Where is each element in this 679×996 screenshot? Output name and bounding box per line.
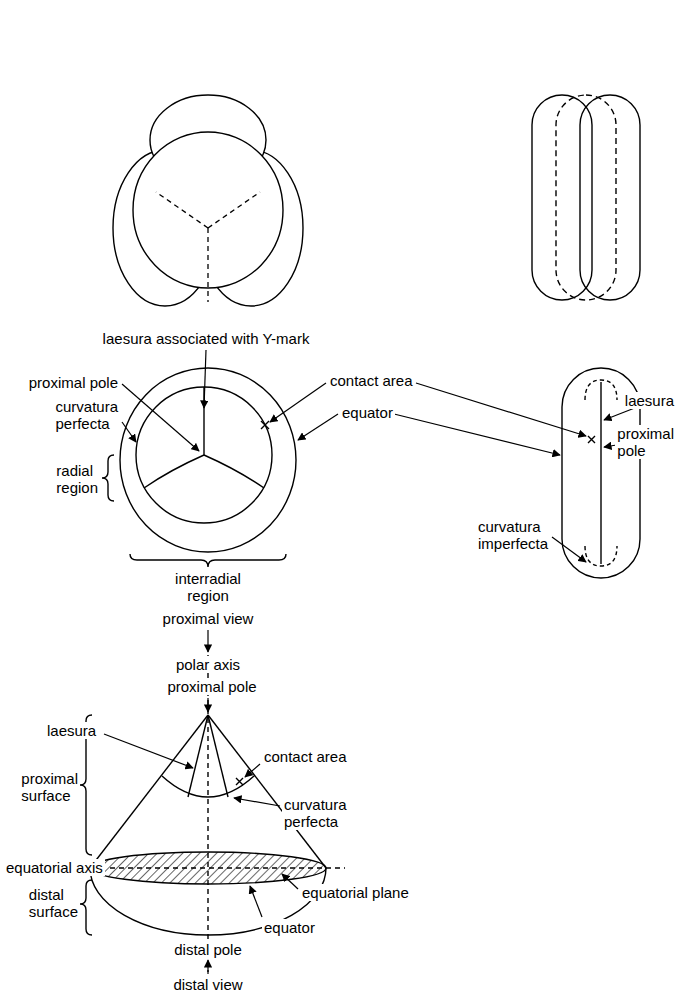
- part-label: proximal pole: [165, 678, 258, 695]
- part-label: laesura associated with Y-mark: [101, 330, 312, 347]
- part-label: interradial region: [173, 570, 243, 604]
- leader-arrow: [122, 384, 199, 451]
- contact-mark: [236, 778, 243, 785]
- leader-arrow: [298, 414, 338, 440]
- part-label: distal surface: [27, 886, 80, 920]
- part-label: equatorial plane: [300, 884, 411, 901]
- curvatura-perfecta: [162, 776, 254, 797]
- tetrad-spore: [580, 95, 640, 300]
- leader-arrow: [204, 350, 206, 408]
- laesura: [600, 382, 601, 564]
- part-label: contact area: [328, 372, 415, 389]
- spore-outline: [120, 368, 296, 552]
- view-arrow: [207, 630, 208, 652]
- part-label: polar axis: [174, 656, 242, 673]
- part-label: distal view: [171, 976, 244, 993]
- part-label: curvatura perfecta: [53, 398, 120, 432]
- leader-arrow: [122, 422, 136, 442]
- leader-arrow: [282, 874, 298, 889]
- leader-arrow: [394, 414, 560, 455]
- proximal-surface: [90, 715, 208, 868]
- polar-axis: [207, 655, 208, 972]
- part-label: contact area: [262, 748, 349, 765]
- part-label: proximal surface: [19, 770, 80, 804]
- tetrad-spore: [556, 95, 616, 300]
- view-arrow: [207, 960, 208, 974]
- laesura: [204, 455, 264, 488]
- part-label: equator: [262, 919, 317, 936]
- y-mark: [156, 192, 208, 228]
- leader-arrow: [234, 798, 280, 806]
- contact-mark: [588, 436, 595, 443]
- proximal-surface: [208, 715, 326, 868]
- laesura: [208, 715, 228, 797]
- curvatura-imperfecta: [585, 546, 617, 566]
- brace: [80, 880, 92, 935]
- leader-arrow: [250, 886, 262, 917]
- part-label: laesura: [45, 722, 98, 739]
- part-label: distal pole: [172, 941, 244, 958]
- contact-mark: [261, 421, 269, 429]
- leader-arrow: [104, 734, 193, 768]
- part-label: proximal pole: [27, 374, 120, 391]
- part-label: laesura: [623, 392, 676, 409]
- part-label: equatorial axis: [4, 859, 105, 876]
- part-label: proximal view: [161, 610, 256, 627]
- leader-arrow: [207, 698, 208, 712]
- part-label: curvatura imperfecta: [476, 518, 550, 552]
- laesura: [144, 455, 204, 488]
- leader-arrow: [416, 383, 586, 436]
- y-mark: [208, 192, 260, 228]
- equatorial-plane: [90, 852, 326, 884]
- part-label: radial region: [54, 462, 100, 496]
- laesura: [188, 715, 208, 797]
- part-label: proximal pole: [615, 425, 676, 459]
- leader-arrow: [552, 537, 586, 562]
- leader-arrow: [245, 764, 260, 777]
- tetrad-spore: [532, 95, 592, 300]
- leader-arrow: [270, 383, 326, 422]
- part-label: equator: [340, 404, 395, 421]
- curvatura-imperfecta: [585, 380, 617, 400]
- brace: [102, 455, 114, 501]
- brace: [130, 554, 286, 567]
- y-mark: [207, 228, 208, 302]
- part-label: curvatura perfecta: [282, 796, 349, 830]
